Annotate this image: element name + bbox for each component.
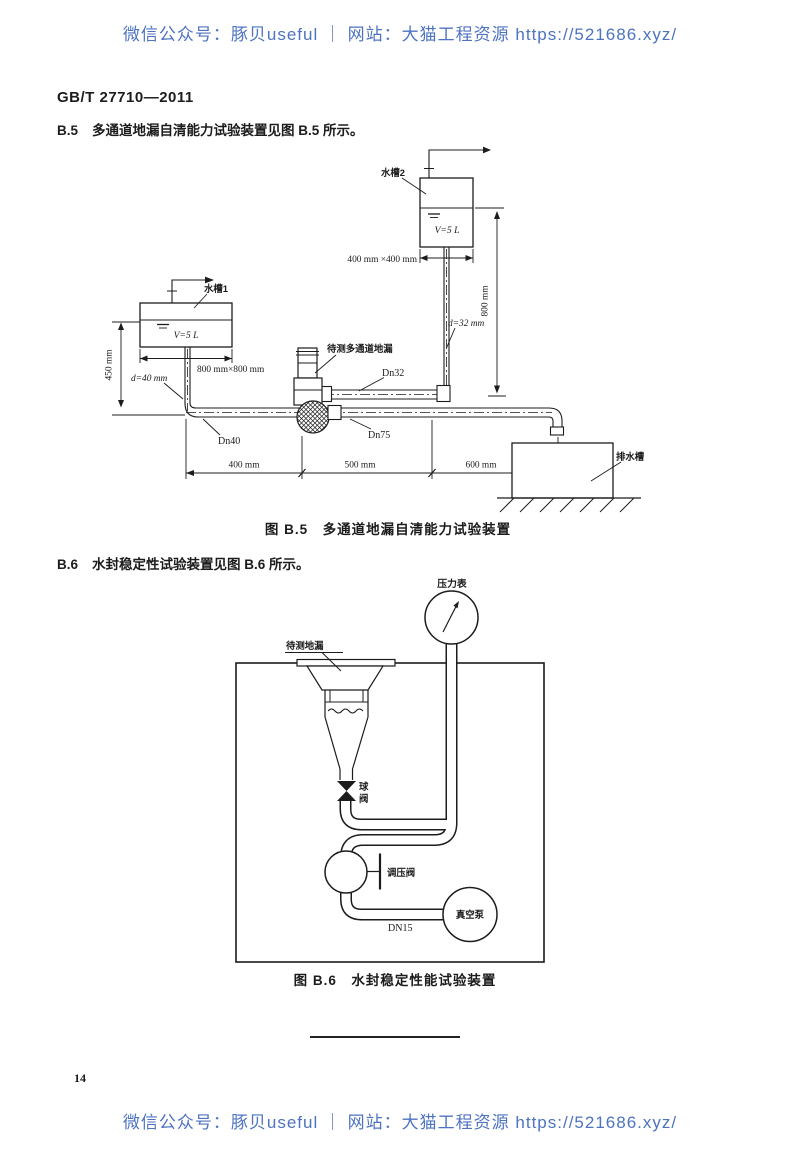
pressure-gauge [424,590,479,645]
pipe-dn75-label: Dn75 [368,430,390,441]
dim-800-label: 800 mm [481,285,491,317]
multichannel-drain-fitting [293,347,342,434]
clause-b5-heading: B.5 多通道地漏自清能力试验装置见图 B.5 所示。 [57,119,364,139]
clause-b5-title: 多通道地漏自清能力试验装置见图 B.5 所示。 [92,123,364,138]
dn32-pipe [319,377,451,403]
top-watermark: 微信公众号：豚贝useful ｜ 网站：大猫工程资源 https://52168… [122,25,678,44]
figure-b5-caption: 图 B.5 多通道地漏自清能力试验装置 [264,522,512,537]
clause-b6-heading: B.6 水封稳定性试验装置见图 B.6 所示。 [57,553,310,573]
pipe-d32-label: d=32 mm [448,319,485,329]
leader-lines [285,652,343,672]
figure-b6-diagram: 压力表 待测地漏 球 阀 调压阀 DN15 真空泵 [235,577,545,963]
vacuum-pump [442,886,498,943]
pipe-d40-label: d=40 mm [131,374,168,384]
tank2-dimensions [419,207,506,397]
figure-b6-caption: 图 B.6 水封稳定性能试验装置 [293,973,497,988]
tank1-volume-label: V=5 L [174,330,199,341]
main-drain-pipe [186,407,565,436]
doc-number: GB/T 27710—2011 [57,89,194,106]
drain-trough-label: 排水槽 [616,451,645,462]
dim-600-label: 600 mm [466,461,498,471]
test-drain-funnel [296,658,396,780]
dim-500-label: 500 mm [345,461,377,471]
regulator-valve-body [324,850,368,894]
regulator-valve-symbol [367,853,382,890]
footer-separator [310,1036,460,1038]
bottom-watermark: 微信公众号：豚贝useful ｜ 网站：大猫工程资源 https://52168… [122,1113,678,1132]
tank2 [401,146,491,399]
pipe-dn32-label: Dn32 [382,368,404,379]
pipework [339,640,458,921]
ball-valve [337,781,356,801]
pipe-dn15-label: DN15 [388,923,412,934]
water-level-wave [327,708,364,714]
tank1 [139,276,233,348]
figure-b5-diagram: V=5 L 水槽1 800 mm×800 mm 450 mm d=40 mm V… [105,146,645,513]
vacuum-pump-label: 真空泵 [456,909,485,920]
tank1-label: 水槽1 [204,283,228,294]
pressure-gauge-label: 压力表 [437,577,467,590]
tank2-label: 水槽2 [381,167,405,178]
trap-bowl [296,400,330,434]
tank2-size-label: 400 mm ×400 mm [347,255,417,265]
pipe-dn40-label: Dn40 [218,436,240,447]
tank2-volume-label: V=5 L [435,225,460,236]
drain-under-test-label: 待测多通道地漏 [327,343,393,354]
clause-b6-title: 水封稳定性试验装置见图 B.6 所示。 [92,557,310,572]
tank1-inlet-arrow [205,276,214,284]
tank2-inlet-arrow [483,146,491,154]
dim-400-label: 400 mm [229,461,261,471]
dim-450-label: 450 mm [105,349,115,381]
pipe-labels [202,418,372,436]
regulator-valve-label: 调压阀 [387,867,415,878]
page-number: 14 [74,1071,86,1085]
drain-trough [497,442,641,513]
tank1-size-label: 800 mm×800 mm [197,365,265,375]
gauge-needle [442,603,459,633]
tank1-dimensions [112,321,233,416]
clause-b6-number: B.6 [57,557,79,572]
clause-b5-number: B.5 [57,123,79,138]
ball-valve-label-1: 球 [359,781,369,792]
test-drain-label: 待测地漏 [286,640,324,651]
gauge-needle-tip [453,601,459,609]
ball-valve-label-2: 阀 [359,793,368,804]
tank1-outlet-elbow [184,347,199,418]
